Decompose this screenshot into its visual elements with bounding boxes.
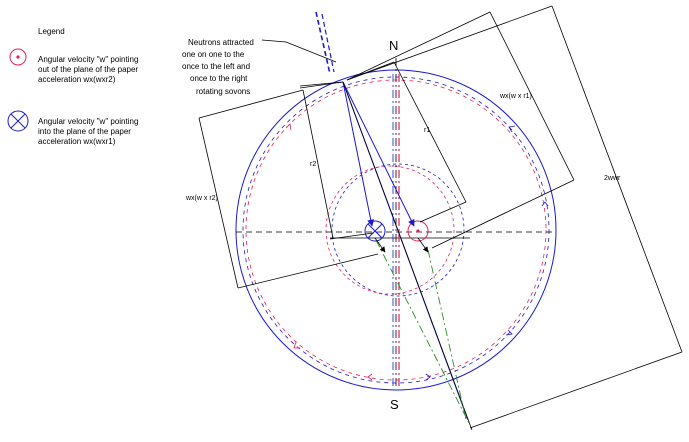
annotation-line-3: once to the left and: [182, 62, 250, 71]
annotation-line-1: Neutrons attracted: [188, 38, 254, 47]
legend-title: Legend: [38, 27, 65, 36]
label-r2: r2: [310, 161, 316, 168]
small-dashed-circle-blue: [331, 163, 465, 297]
label-two-wwr: 2wwr: [604, 175, 621, 182]
r2-vector: [342, 81, 375, 227]
label-w-w-r1: wx(w x r1): [499, 93, 532, 100]
legend-item-out-line-3: acceleration wx(wxr2): [38, 75, 116, 84]
label-north: N: [389, 38, 398, 53]
r1-dim-line: [393, 61, 467, 203]
annotation-leader: [261, 39, 337, 63]
out-of-plane-center-icon: [407, 220, 429, 242]
w-w-r1-dim-line: [489, 11, 575, 181]
annotation-block: Neutrons attracted one on one to the onc…: [182, 38, 337, 96]
w-w-r1-dimension: wx(w x r1): [346, 11, 575, 249]
radius-lines: [299, 81, 473, 431]
two-wwr-dim-line: [551, 5, 683, 353]
top-blue-rays: [315, 11, 335, 75]
annotation-line-5: rotating sovons: [196, 87, 250, 96]
green-line-right: [427, 249, 467, 421]
legend-item-into-line-3: acceleration wx(wxr1): [38, 137, 116, 146]
label-w-w-r2: wx(w x r2): [185, 195, 218, 202]
green-line-left: [375, 239, 471, 426]
out-of-plane-symbol-icon: [9, 48, 27, 66]
label-r1: r1: [424, 127, 430, 134]
into-plane-symbol-icon: [7, 110, 29, 132]
w-w-r2-dim-line: [198, 117, 239, 289]
w-w-r2-dimension: wx(w x r2): [185, 89, 379, 289]
accel-arrow-right: [417, 237, 429, 253]
small-dashed-circle-magenta: [325, 165, 455, 295]
annotation-line-4: once to the right: [190, 74, 248, 83]
legend-item-out-of-plane: Angular velocity "w" pointing out of the…: [9, 48, 138, 84]
r2-dim-line: [302, 89, 334, 239]
legend: Legend Angular velocity "w" pointing out…: [7, 27, 200, 157]
long-chord-black: [342, 81, 473, 431]
legend-item-out-line-2: out of the plane of the paper: [38, 65, 138, 74]
accel-arrow-left: [374, 237, 386, 253]
r1-vector: [342, 81, 415, 227]
annotation-line-2: one on one to the: [182, 50, 245, 59]
legend-item-into-plane: Angular velocity "w" pointing into the p…: [7, 110, 138, 146]
two-wwr-dimension: 2wwr: [346, 5, 683, 429]
legend-item-into-line-2: into the plane of the paper: [38, 127, 131, 136]
legend-clip: [30, 147, 200, 157]
rotation-markers: [285, 123, 549, 381]
label-south: S: [390, 397, 399, 412]
legend-item-out-line-1: Angular velocity "w" pointing: [38, 55, 138, 64]
r2-dimension: r2: [299, 81, 374, 240]
legend-item-into-line-1: Angular velocity "w" pointing: [38, 117, 138, 126]
